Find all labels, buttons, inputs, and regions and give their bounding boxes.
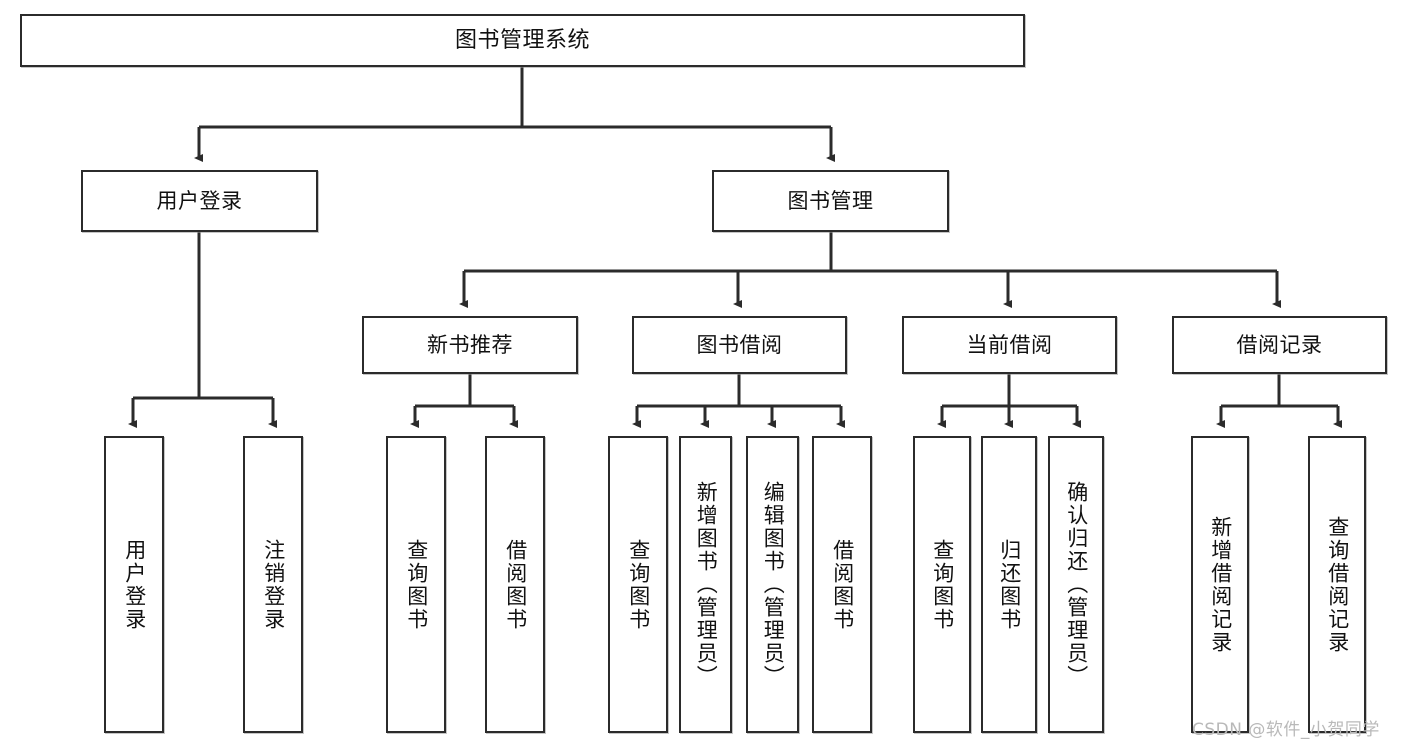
leaf-user-login-logout[interactable]: 注销登录 [243,436,303,733]
node-new-book-recommend[interactable]: 新书推荐 [362,316,578,374]
node-label: 新书推荐 [427,332,513,357]
node-label: 用户登录 [122,538,147,631]
leaf-book-borrow-add-book-admin[interactable]: 新增图书（管理员） [679,436,732,733]
node-label: 图书借阅 [696,332,783,357]
leaf-current-borrow-query-book[interactable]: 查询图书 [913,436,971,733]
node-label: 用户登录 [156,188,243,213]
leaf-new-book-query-book[interactable]: 查询图书 [386,436,446,733]
node-label: 新增借阅记录 [1208,515,1233,654]
node-label: 编辑图书（管理员） [761,481,786,688]
leaf-book-borrow-edit-book-admin[interactable]: 编辑图书（管理员） [746,436,799,733]
node-user-login[interactable]: 用户登录 [81,170,318,232]
leaf-book-borrow-query-book[interactable]: 查询图书 [608,436,668,733]
leaf-borrow-record-query-record[interactable]: 查询借阅记录 [1308,436,1366,733]
leaf-user-login-login[interactable]: 用户登录 [104,436,164,733]
node-label: 借阅图书 [830,538,855,631]
csdn-watermark: CSDN @软件_小贺同学 [1192,720,1380,740]
node-book-borrow[interactable]: 图书借阅 [632,316,847,374]
node-label: 图书管理系统 [454,27,590,53]
node-label: 归还图书 [997,538,1022,631]
node-label: 当前借阅 [966,332,1053,357]
node-label: 确认归还（管理员） [1064,481,1089,688]
leaf-current-borrow-confirm-return-admin[interactable]: 确认归还（管理员） [1048,436,1104,733]
node-label: 注销登录 [261,538,286,631]
node-label: 新增图书（管理员） [694,481,719,688]
node-borrow-record[interactable]: 借阅记录 [1172,316,1387,374]
node-label: 借阅图书 [503,538,528,631]
leaf-borrow-record-add-record[interactable]: 新增借阅记录 [1191,436,1249,733]
node-label: 查询图书 [404,538,429,631]
node-label: 查询图书 [626,538,651,631]
leaf-new-book-borrow-book[interactable]: 借阅图书 [485,436,545,733]
node-current-borrow[interactable]: 当前借阅 [902,316,1117,374]
leaf-current-borrow-return-book[interactable]: 归还图书 [981,436,1037,733]
node-book-management[interactable]: 图书管理 [712,170,949,232]
node-label: 查询借阅记录 [1325,515,1350,654]
node-label: 查询图书 [930,538,955,631]
node-root-book-management-system[interactable]: 图书管理系统 [20,14,1025,67]
leaf-book-borrow-borrow-book[interactable]: 借阅图书 [812,436,872,733]
node-label: 图书管理 [787,188,874,213]
node-label: 借阅记录 [1236,332,1323,357]
